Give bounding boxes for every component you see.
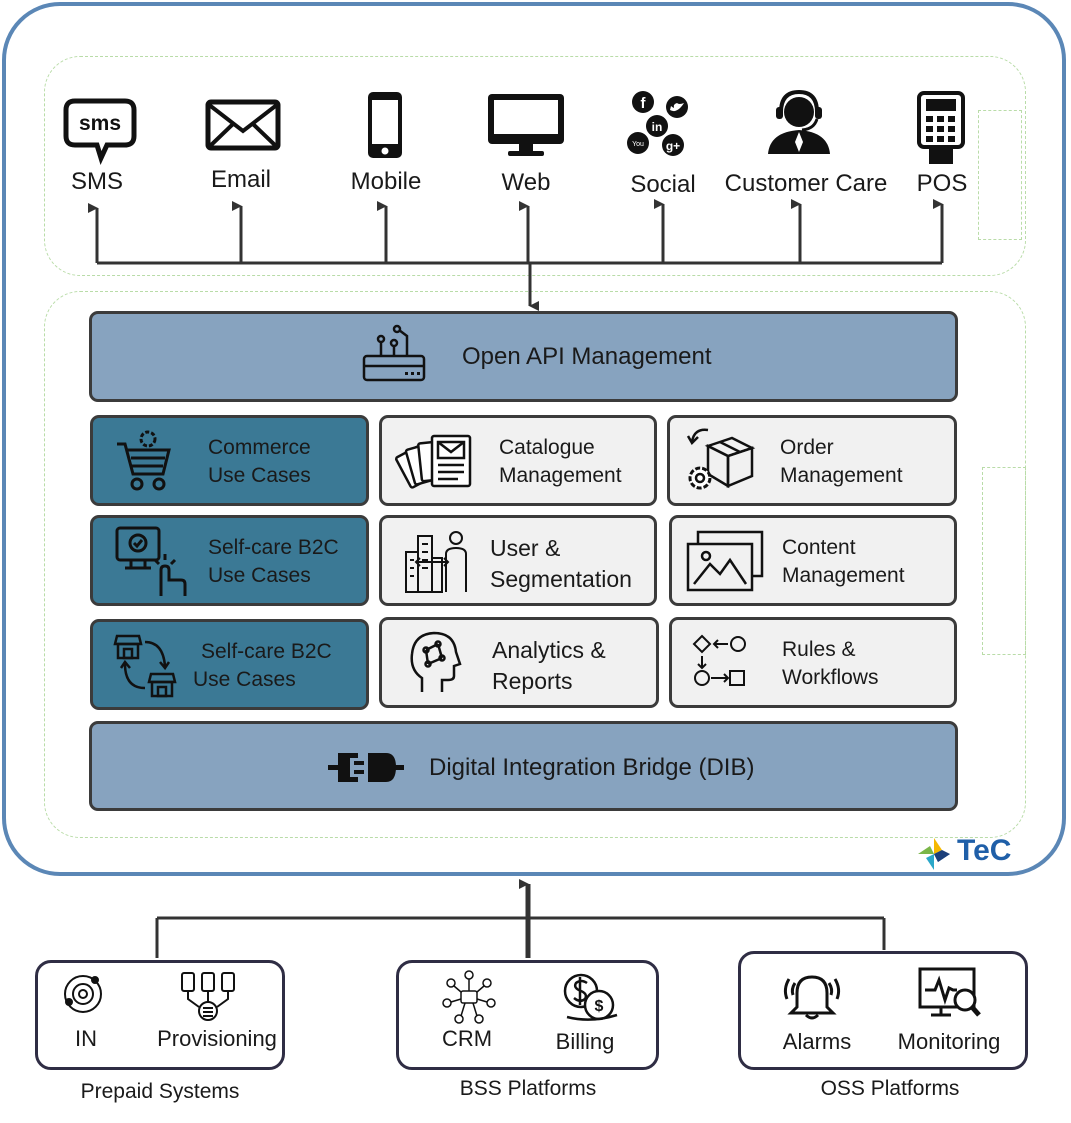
order-box-icon (686, 428, 756, 490)
tec-logo-icon (918, 838, 950, 870)
channel-label-email: Email (210, 166, 272, 193)
tile-user-segmentation: User &Segmentation (379, 515, 657, 606)
tile-rules-workflows: Rules &Workflows (669, 617, 957, 708)
channel-label-pos: POS (916, 170, 968, 197)
channel-label-customer-care: Customer Care (724, 170, 888, 197)
digital-integration-bridge-label: Digital Integration Bridge (DIB) (429, 754, 755, 781)
channel-label-sms: SMS (70, 168, 124, 195)
tile-user-segmentation-text: User &Segmentation (490, 535, 632, 592)
group-title-oss: OSS Platforms (820, 1077, 960, 1100)
provisioning-devices-icon (181, 972, 235, 1021)
smartphone-icon (368, 92, 402, 158)
open-api-management-bar: Open API Management (89, 311, 958, 402)
brand-name: TeC (957, 834, 1012, 867)
svg-text:You: You (632, 141, 644, 148)
side-dashed-box-middle (982, 467, 1026, 655)
platform-label-monitoring: Monitoring (897, 1029, 1001, 1054)
catalogue-cards-icon (394, 434, 472, 489)
platform-box-bss: $ CRM Billing (396, 960, 659, 1070)
svg-text:sms: sms (79, 112, 121, 135)
group-title-bss: BSS Platforms (459, 1077, 597, 1100)
platform-label-alarms: Alarms (782, 1029, 852, 1054)
platform-label-crm: CRM (441, 1026, 493, 1051)
image-gallery-icon (686, 530, 764, 592)
crm-network-icon (442, 970, 496, 1024)
billing-coins-icon: $ (563, 973, 618, 1021)
pos-terminal-icon (917, 91, 965, 164)
sms-bubble-icon: sms (63, 98, 137, 165)
svg-text:g+: g+ (666, 139, 680, 153)
svg-text:in: in (652, 120, 663, 134)
channel-label-web: Web (501, 169, 551, 196)
api-gateway-icon (362, 324, 426, 382)
svg-text:f: f (641, 95, 647, 112)
open-api-management-label: Open API Management (462, 343, 712, 370)
plug-connector-icon (328, 753, 404, 782)
brain-head-icon (410, 631, 462, 692)
channel-label-social: Social (630, 171, 696, 198)
platform-box-oss: Alarms Monitoring (738, 951, 1028, 1070)
envelope-icon (205, 99, 281, 151)
side-dashed-box-top (978, 110, 1022, 240)
platform-label-billing: Billing (555, 1029, 615, 1054)
channel-label-mobile: Mobile (350, 168, 422, 195)
user-city-icon (405, 531, 467, 593)
solution-frame (2, 2, 1066, 876)
channels-region (44, 56, 1026, 276)
group-title-prepaid: Prepaid Systems (80, 1080, 240, 1103)
shopping-cart-icon (117, 430, 171, 491)
platform-label-provisioning: Provisioning (157, 1026, 277, 1051)
headset-agent-icon (768, 89, 830, 154)
monitoring-screen-icon (918, 967, 981, 1017)
network-node-icon (64, 975, 102, 1013)
platform-box-prepaid: IN Provisioning (35, 960, 285, 1070)
digital-integration-bridge-bar: Digital Integration Bridge (DIB) (89, 721, 958, 811)
tile-analytics-reports: Analytics &Reports (379, 617, 659, 708)
touch-screen-icon (115, 526, 187, 596)
workflow-symbols-icon (692, 634, 746, 686)
tile-rules-text: Rules &Workflows (782, 638, 879, 689)
alarm-bell-icon (783, 975, 841, 1020)
platform-label-in: IN (75, 1026, 97, 1051)
store-exchange-icon (113, 634, 177, 698)
svg-text:$: $ (595, 998, 604, 1015)
desktop-monitor-icon (488, 94, 564, 156)
tile-analytics-text: Analytics &Reports (492, 637, 606, 694)
social-media-icon: f in You g+ (627, 91, 688, 156)
